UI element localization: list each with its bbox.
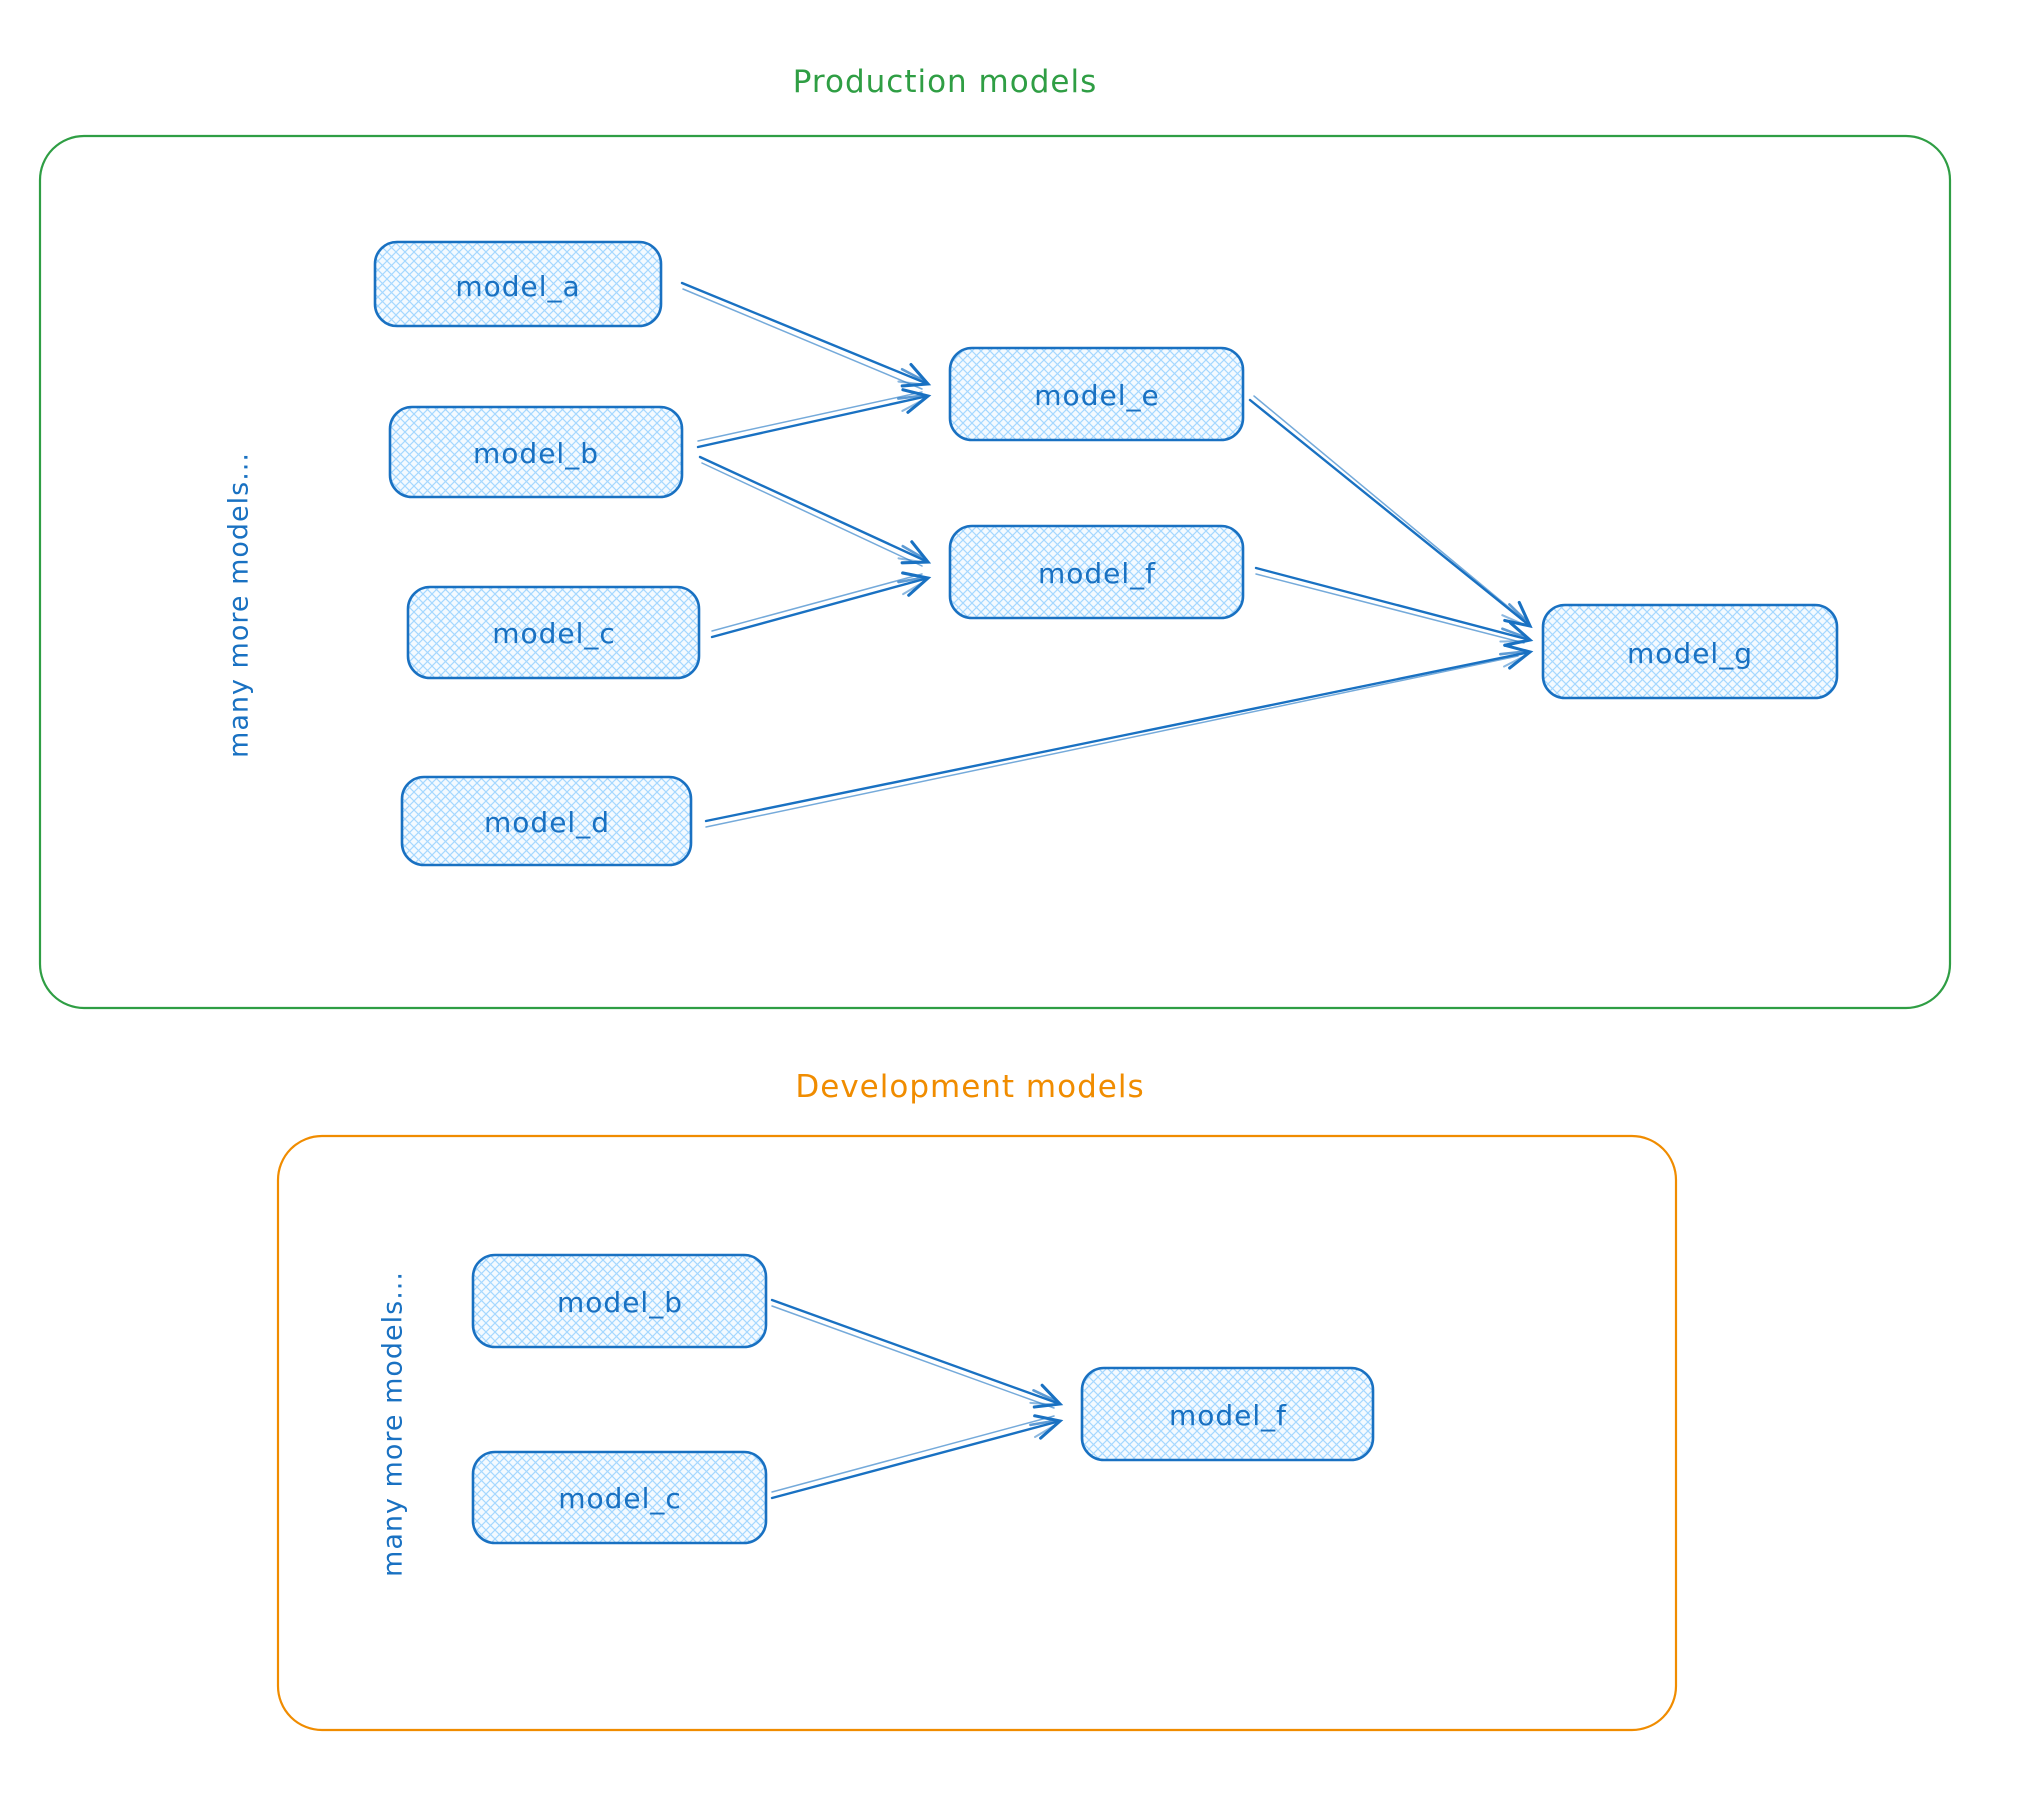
node-box [388,405,684,499]
node-box [400,775,693,867]
node-box [471,1253,768,1349]
edge-model-e-to-model-g [1248,395,1533,629]
development-section-title: Development models [795,1069,1144,1105]
node-label: model_f [1038,557,1156,590]
node-production-model-b: model_b [388,405,684,499]
node-box [948,346,1245,442]
node-production-model-d: model_d [400,775,693,867]
node-label: model_c [492,617,616,650]
node-production-model-g: model_g [1541,603,1839,700]
node-development-model-b: model_b [471,1253,768,1349]
node-development-model-f: model_f [1080,1366,1375,1462]
production-section-title: Production models [793,64,1097,100]
node-box [948,524,1245,620]
node-development-model-c: model_c [471,1450,768,1545]
node-box [1541,603,1839,700]
edge-model-d-to-model-g [704,643,1534,828]
node-label: model_b [557,1286,683,1319]
node-label: model_e [1034,379,1159,412]
node-box [373,240,663,328]
edge-model-c-to-model-f [710,571,932,639]
node-production-model-a: model_a [373,240,663,328]
node-box [406,585,701,680]
production-container [38,134,1952,1010]
node-box [471,1450,768,1545]
node-label: model_f [1169,1399,1287,1432]
development-container [276,1134,1678,1732]
node-label: model_d [484,806,610,839]
node-box [1080,1366,1375,1462]
production-side-label: many more models... [224,452,255,758]
node-production-model-c: model_c [406,585,701,680]
node-label: model_g [1627,637,1753,670]
node-label: model_c [558,1482,682,1515]
edge-dev-model-c-to-model-f [770,1414,1064,1500]
edge-model-b-to-model-e [696,388,932,449]
node-label: model_b [473,437,599,470]
node-production-model-e: model_e [948,346,1245,442]
edge-model-f-to-model-g [1254,566,1534,647]
development-side-label: many more models... [378,1271,409,1577]
edge-dev-model-b-to-model-f [770,1298,1064,1409]
node-label: model_a [455,270,580,303]
edge-model-b-to-model-f [698,455,932,567]
node-production-model-f: model_f [948,524,1245,620]
edge-model-a-to-model-e [680,281,932,390]
